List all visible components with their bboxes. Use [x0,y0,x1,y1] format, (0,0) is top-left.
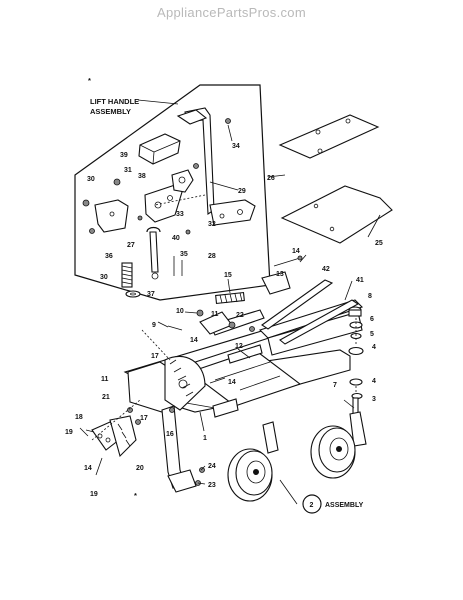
pedal-arm-part [161,405,205,493]
spring-15-part [215,291,245,305]
part-label: 41 [356,277,364,284]
part-label: 22 [236,312,244,319]
star-marker-top: * [88,76,91,85]
part-label: 34 [232,143,240,150]
lever-assembly-part [91,415,137,458]
part-label: 27 [127,242,135,249]
part-label: 13 [276,271,284,278]
spring-part [121,262,133,288]
watermark-text: AppliancePartsPros.com [157,5,306,20]
part-label: 17 [151,353,159,360]
part-label: 20 [136,465,144,472]
part-label: 14 [228,379,236,386]
part-label: 4 [372,378,376,385]
part-label: 28 [208,253,216,260]
part-label: 38 [138,173,146,180]
part-label: 15 [224,272,232,279]
part-label: 33 [176,211,184,218]
part-label: 11 [211,311,219,318]
part-label: 42 [322,266,330,273]
part-label: 12 [235,343,243,350]
part-label: 19 [65,429,73,436]
part-label: 25 [375,240,383,247]
part-label: 32 [208,221,216,228]
part-label: 7 [333,382,337,389]
part-label: 11 [101,376,109,383]
bracket-13-part [261,255,303,295]
part-label: 39 [120,152,128,159]
part-label: 40 [172,235,180,242]
part-label: 6 [370,316,374,323]
part-label: 14 [84,465,92,472]
part-number-labels: 34 39 31 38 30 33 29 27 32 36 40 28 35 3… [65,143,383,498]
plate-26-part [278,114,380,159]
part-label: 9 [152,322,156,329]
star-marker-bottom: * [134,491,137,500]
frame-hardware [127,309,255,425]
assembly-callout: 2 ASSEMBLY [302,494,364,514]
part-label: 26 [267,175,275,182]
part-label: 30 [100,274,108,281]
part-label: 29 [238,188,246,195]
part-label: 14 [190,337,198,344]
part-label: 19 [90,491,98,498]
part-label: 10 [176,308,184,315]
guide-lines [91,194,357,441]
washer-part [125,290,141,298]
caster-wheel-right [310,411,367,479]
lift-handle-label-line1: LIFT HANDLE [90,97,139,106]
lift-handle-assembly-enclosure [74,84,271,301]
part-label: 31 [124,167,132,174]
rail-41-part [279,299,360,345]
rod-part [146,226,161,280]
pivot-bracket-part [144,169,194,223]
part-label: 35 [180,251,188,258]
part-label: 17 [140,415,148,422]
part-label: 37 [147,291,155,298]
part-label: 23 [208,482,216,489]
height-quadrant-part [164,355,206,411]
part-label: 1 [203,435,207,442]
part-label: 5 [370,331,374,338]
assembly-label: ASSEMBLY [325,502,364,509]
assembly-number: 2 [310,502,314,509]
handle-grip-part [138,133,181,165]
part-label: 3 [372,396,376,403]
part-label: 30 [87,176,95,183]
small-hardware [89,118,231,276]
part-label: 4 [372,344,376,351]
part-label: 24 [208,463,216,470]
plate-25-part [280,185,393,244]
part-label: 21 [102,394,110,401]
part-label: 14 [292,248,300,255]
part-label: 8 [368,293,372,300]
part-label: 16 [166,431,174,438]
rail-42-part [261,279,334,330]
left-bracket-part [82,178,129,233]
lift-handle-part [176,107,256,226]
part-label: 18 [75,414,83,421]
leader-lines [79,99,381,505]
part-label: 36 [105,253,113,260]
caster-wheel-left [227,421,279,502]
lift-handle-label-line2: ASSEMBLY [90,107,131,116]
